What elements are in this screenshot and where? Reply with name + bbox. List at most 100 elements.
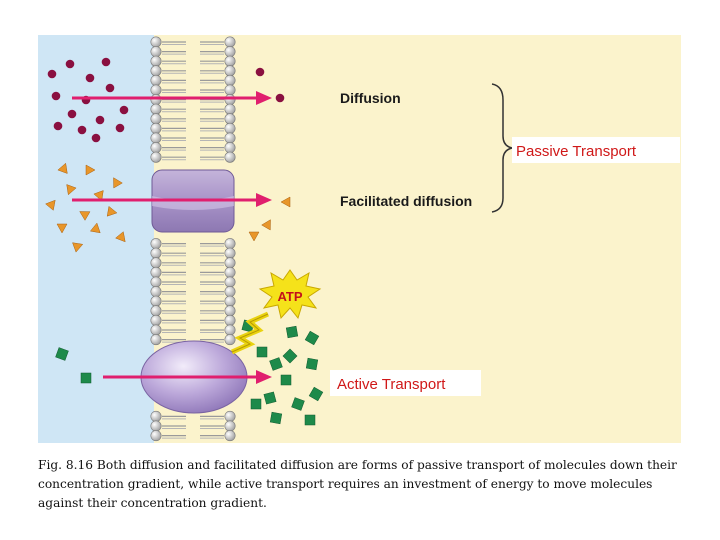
lipid-head bbox=[150, 420, 162, 432]
atp-label: ATP bbox=[277, 289, 302, 304]
solute-triangle-molecule bbox=[72, 242, 84, 253]
lipid-head bbox=[224, 266, 236, 278]
solute-dot-molecule bbox=[105, 83, 115, 93]
lipid-head bbox=[224, 132, 236, 144]
lipid-head bbox=[224, 305, 236, 317]
lipid-head bbox=[150, 113, 162, 125]
lipid-head bbox=[224, 247, 236, 259]
solute-triangle-molecule bbox=[85, 164, 96, 176]
facilitated-molecules bbox=[45, 162, 291, 253]
facilitated-diffusion-label: Facilitated diffusion bbox=[340, 193, 472, 209]
lipid-head bbox=[150, 103, 162, 115]
lipid-head bbox=[224, 55, 236, 67]
solute-triangle-molecule bbox=[79, 211, 91, 221]
lipid-head bbox=[224, 65, 236, 77]
solute-triangle-molecule bbox=[66, 184, 77, 196]
lipid-head bbox=[150, 430, 162, 442]
solute-dot-molecule bbox=[255, 67, 265, 77]
lipid-head bbox=[224, 103, 236, 115]
facilitated-arrow bbox=[72, 193, 272, 207]
solute-square-molecule bbox=[304, 414, 316, 426]
lipid-head bbox=[224, 430, 236, 442]
lipid-head bbox=[150, 84, 162, 96]
extracellular-fluid bbox=[38, 35, 154, 443]
figure-caption: Fig. 8.16 Both diffusion and facilitated… bbox=[38, 458, 677, 510]
lipid-head bbox=[224, 84, 236, 96]
passive-transport-label: Passive Transport bbox=[516, 143, 637, 160]
lipid-head bbox=[224, 314, 236, 326]
lipid-head bbox=[150, 276, 162, 288]
lipid-head bbox=[224, 238, 236, 250]
active-transport-box bbox=[330, 370, 481, 396]
lipid-head bbox=[150, 295, 162, 307]
lipid-head bbox=[150, 65, 162, 77]
lipid-head bbox=[150, 324, 162, 336]
solute-square-molecule bbox=[308, 386, 324, 402]
solute-square-molecule bbox=[269, 411, 283, 425]
lipid-head bbox=[224, 295, 236, 307]
active-transport-label: Active Transport bbox=[337, 376, 446, 393]
passive-transport-box bbox=[512, 137, 680, 163]
solute-square-molecule bbox=[280, 374, 292, 386]
lipid-head bbox=[224, 36, 236, 48]
solute-dot-molecule bbox=[95, 115, 105, 125]
lipid-head bbox=[150, 266, 162, 278]
lipid-head bbox=[224, 74, 236, 86]
solute-triangle-molecule bbox=[57, 162, 68, 174]
lipid-head bbox=[150, 122, 162, 134]
solute-square-molecule bbox=[285, 325, 299, 339]
diffusion-molecules bbox=[47, 57, 285, 143]
lipid-bilayer bbox=[150, 36, 236, 442]
lipid-head bbox=[224, 142, 236, 154]
lipid-head bbox=[150, 247, 162, 259]
diffusion-label: Diffusion bbox=[340, 90, 401, 106]
solute-dot-molecule bbox=[101, 57, 111, 67]
active-transport-arrow bbox=[103, 370, 272, 384]
lipid-head bbox=[150, 151, 162, 163]
solute-triangle-molecule bbox=[106, 205, 118, 217]
lipid-head bbox=[224, 46, 236, 58]
solute-triangle-molecule bbox=[93, 190, 104, 202]
solute-dot-molecule bbox=[53, 121, 63, 131]
solute-triangle-molecule bbox=[280, 196, 291, 208]
solute-square-molecule bbox=[282, 348, 298, 364]
lipid-head bbox=[150, 238, 162, 250]
lipid-head bbox=[224, 151, 236, 163]
solute-square-molecule bbox=[305, 357, 319, 371]
lipid-head bbox=[224, 122, 236, 134]
lipid-head bbox=[224, 276, 236, 288]
solute-dot-molecule bbox=[67, 109, 77, 119]
lipid-head bbox=[150, 286, 162, 298]
lipid-head bbox=[150, 36, 162, 48]
solute-square-molecule bbox=[55, 347, 69, 361]
solute-triangle-molecule bbox=[261, 219, 271, 231]
solute-dot-molecule bbox=[91, 133, 101, 143]
active-transport-molecules bbox=[55, 319, 324, 426]
lipid-head bbox=[150, 74, 162, 86]
lipid-head bbox=[224, 410, 236, 422]
lipid-head bbox=[150, 132, 162, 144]
lipid-head bbox=[224, 420, 236, 432]
lipid-head bbox=[150, 305, 162, 317]
solute-square-molecule bbox=[250, 398, 262, 410]
solute-triangle-molecule bbox=[113, 177, 123, 189]
solute-square-molecule bbox=[263, 391, 277, 405]
solute-square-molecule bbox=[304, 330, 320, 346]
solute-square-molecule bbox=[291, 397, 305, 411]
solute-dot-molecule bbox=[115, 123, 125, 133]
lipid-head bbox=[224, 94, 236, 106]
atp-burst-icon bbox=[258, 269, 322, 320]
lipid-head bbox=[224, 257, 236, 269]
solute-triangle-molecule bbox=[89, 222, 101, 234]
solute-dot-molecule bbox=[65, 59, 75, 69]
solute-square-molecule bbox=[269, 357, 283, 371]
solute-triangle-molecule bbox=[45, 199, 56, 211]
lipid-head bbox=[224, 113, 236, 125]
solute-dot-molecule bbox=[47, 69, 57, 79]
lipid-head bbox=[150, 55, 162, 67]
lipid-head bbox=[224, 334, 236, 346]
solute-dot-molecule bbox=[119, 105, 129, 115]
solute-triangle-molecule bbox=[248, 231, 260, 242]
solute-square-molecule bbox=[80, 372, 92, 384]
solute-dot-molecule bbox=[77, 125, 87, 135]
